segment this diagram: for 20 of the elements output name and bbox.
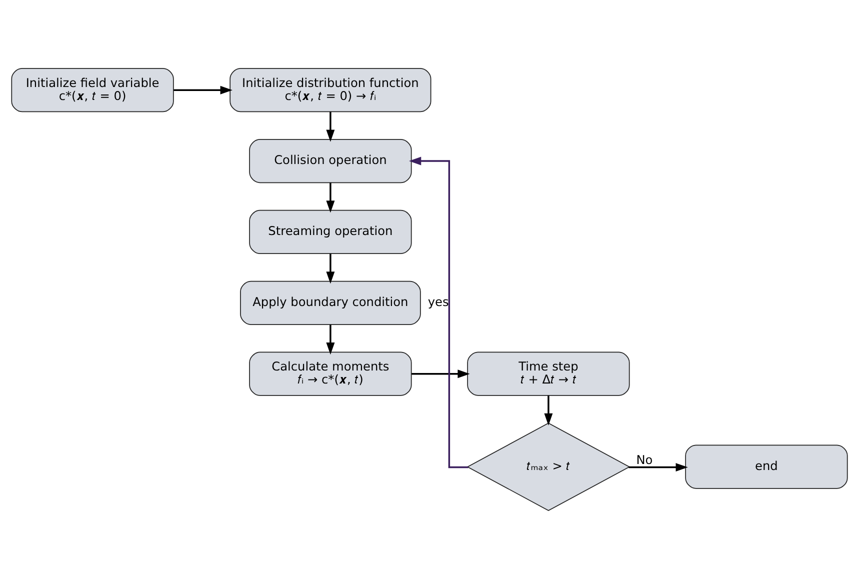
edge-label: yes — [428, 294, 449, 308]
node-box: Initialize field variable c*(𝒙, 𝑡 = 0) — [11, 68, 174, 112]
node-box: Streaming operation — [249, 209, 412, 254]
node-box: Initialize distribution function c*(𝒙, 𝑡 = 0) → 𝑓ᵢ — [230, 68, 432, 112]
node-box: end — [685, 444, 848, 488]
node-box: Calculate moments 𝑓ᵢ → c*(𝒙, 𝑡) — [249, 351, 412, 396]
arrow — [544, 395, 553, 425]
arrow — [326, 324, 335, 354]
edge-label: No — [636, 452, 653, 466]
node-box: Time step 𝑡 + Δ𝑡 → 𝑡 — [467, 351, 630, 396]
node-box: Collision operation — [249, 138, 412, 183]
arrow — [174, 85, 232, 94]
node-box: Apply boundary condition — [240, 280, 421, 324]
arrow — [326, 182, 335, 212]
node-diamond: 𝑡ₘₐₓ > 𝑡 — [466, 422, 630, 511]
arrow — [326, 111, 335, 142]
arrow — [628, 462, 688, 472]
arrow — [412, 369, 470, 378]
arrow — [326, 253, 335, 284]
arrow — [409, 156, 468, 468]
